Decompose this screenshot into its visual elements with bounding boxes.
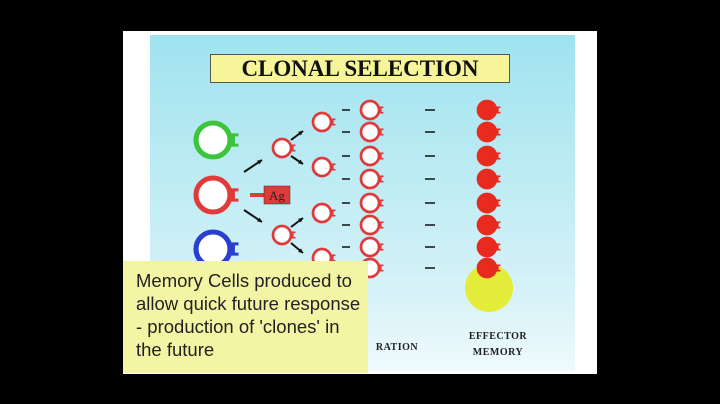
red-b-cell xyxy=(193,175,233,215)
effector-cell xyxy=(476,99,498,121)
arrow-head xyxy=(298,159,303,164)
proliferated-cell xyxy=(359,214,381,236)
effector-label: EFFECTOR xyxy=(468,331,528,342)
proliferated-cell xyxy=(359,192,381,214)
effector-cell xyxy=(476,145,498,167)
proliferated-cell xyxy=(359,121,381,143)
memory-cell-highlight xyxy=(465,264,513,312)
effector-cell xyxy=(476,257,498,279)
effector-cell xyxy=(476,192,498,214)
effector-cell xyxy=(476,168,498,190)
memory-label: MEMORY xyxy=(472,347,524,358)
arrow-head xyxy=(298,218,303,223)
daughter-cell xyxy=(271,224,293,246)
effector-cell xyxy=(476,236,498,258)
clone-cell xyxy=(311,111,333,133)
arrow-head xyxy=(298,131,303,136)
arrow-down-head xyxy=(257,217,262,222)
arrow-head xyxy=(298,248,303,253)
caption-box: Memory Cells produced to allow quick fut… xyxy=(123,261,368,373)
clone-cell xyxy=(311,202,333,224)
clone-cell xyxy=(311,156,333,178)
proliferated-cell xyxy=(359,168,381,190)
effector-cell xyxy=(476,121,498,143)
antigen-box xyxy=(263,185,291,205)
effector-cell xyxy=(476,214,498,236)
antigen-label: Ag xyxy=(269,188,285,203)
arrow-up-head xyxy=(257,160,262,165)
slide-title: CLONAL SELECTION xyxy=(210,54,510,83)
proliferation-label: RATION xyxy=(375,342,419,353)
proliferated-cell xyxy=(359,236,381,258)
proliferated-cell xyxy=(359,99,381,121)
proliferated-cell xyxy=(359,145,381,167)
daughter-cell xyxy=(271,137,293,159)
green-b-cell xyxy=(193,120,233,160)
